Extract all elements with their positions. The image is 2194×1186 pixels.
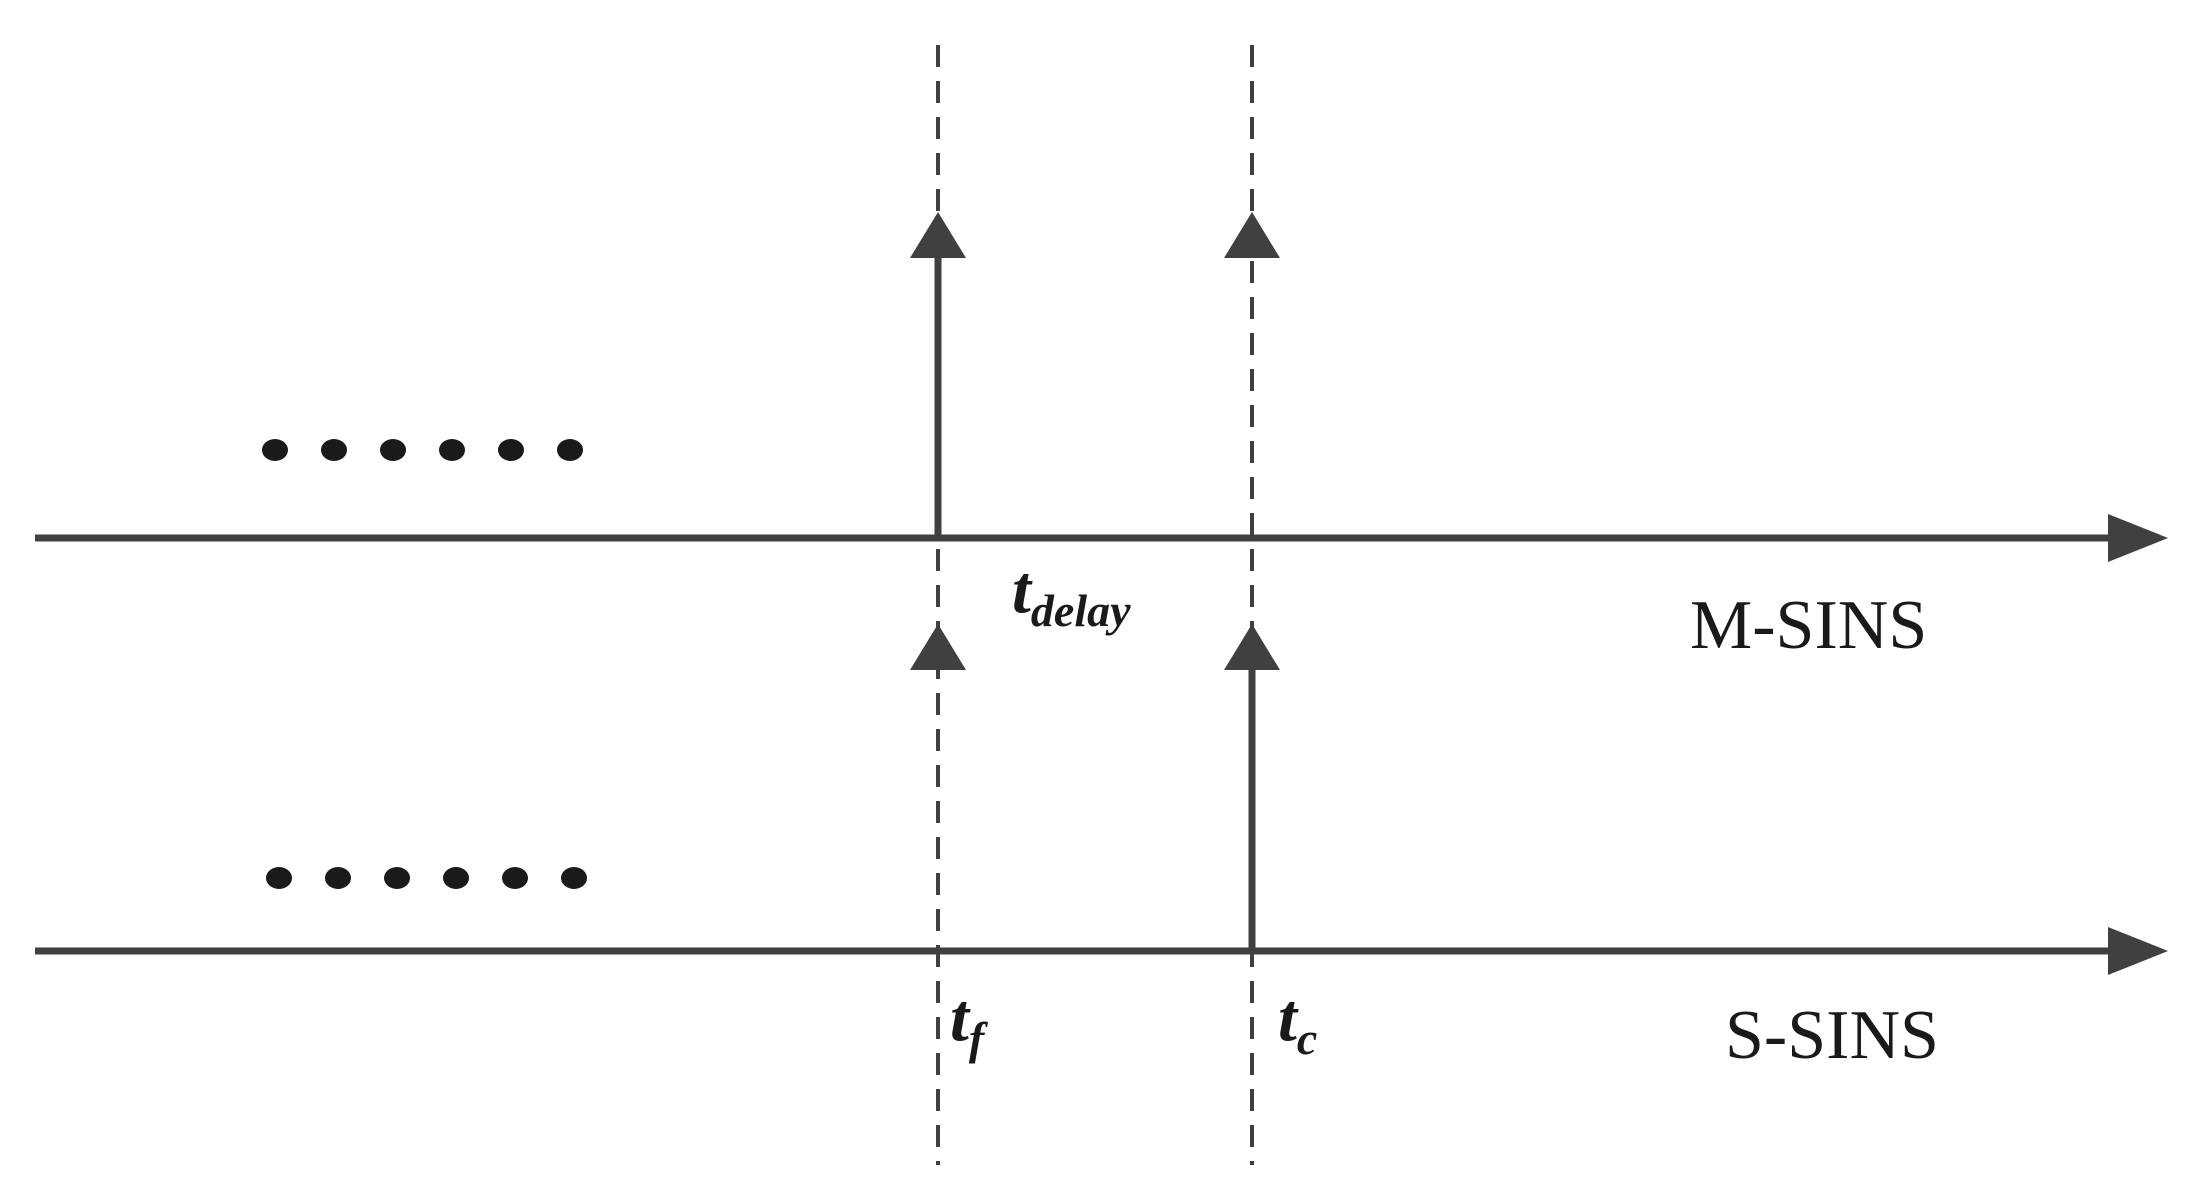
s-sins-ellipsis-dot	[561, 867, 587, 889]
s-sins-ellipsis	[266, 867, 587, 889]
s-sins-ellipsis-dot	[325, 867, 351, 889]
s-sins-ellipsis-dot	[502, 867, 528, 889]
t-delay-subscript: delay	[1031, 585, 1131, 636]
s-sins-label: S-SINS	[1725, 997, 1939, 1074]
tc-upper-arrowhead	[1224, 212, 1280, 258]
m-sins-ellipsis-dot	[439, 439, 465, 461]
m-sins-ellipsis-dot	[380, 439, 406, 461]
m-sins-ellipsis-dot	[498, 439, 524, 461]
t-delay-label: tdelay	[1012, 551, 1131, 636]
m-sins-ellipsis	[262, 439, 583, 461]
tf-lower-arrowhead	[910, 624, 966, 670]
s-sins-ellipsis-dot	[266, 867, 292, 889]
t-f-subscript: f	[969, 1013, 989, 1064]
t-f-main: t	[950, 979, 971, 1055]
t-c-label: tc	[1278, 979, 1317, 1064]
m-sins-ellipsis-dot	[557, 439, 583, 461]
m-sins-label: M-SINS	[1690, 587, 1927, 664]
m-sins-ellipsis-dot	[321, 439, 347, 461]
t-c-subscript: c	[1297, 1013, 1317, 1064]
t-delay-main: t	[1012, 551, 1033, 627]
m-sins-timeline-arrowhead	[2108, 514, 2168, 562]
m-sins-ellipsis-dot	[262, 439, 288, 461]
s-sins-ellipsis-dot	[384, 867, 410, 889]
s-sins-event-arrowhead	[1224, 624, 1280, 670]
s-sins-timeline-arrowhead	[2108, 927, 2168, 975]
m-sins-event-arrowhead	[910, 212, 966, 258]
t-f-label: tf	[950, 979, 989, 1064]
t-c-main: t	[1278, 979, 1299, 1055]
s-sins-ellipsis-dot	[443, 867, 469, 889]
